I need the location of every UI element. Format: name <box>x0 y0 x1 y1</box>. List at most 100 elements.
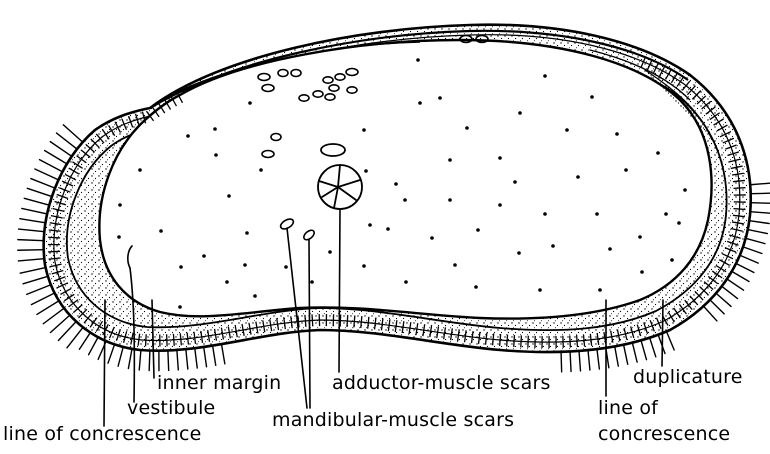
pore-dot <box>214 153 218 157</box>
label-mandibular-muscle-scars: mandibular-muscle scars <box>272 409 514 431</box>
pore-canal-tick <box>340 315 341 327</box>
seta <box>45 150 67 163</box>
pore-dot <box>465 126 469 130</box>
pore-dot <box>565 128 569 132</box>
seta <box>641 340 646 359</box>
pore-canal-tick <box>577 335 578 347</box>
seta <box>186 349 188 369</box>
label-duplicature: duplicature <box>633 366 743 388</box>
seta <box>632 343 637 362</box>
seta <box>18 250 44 251</box>
seta <box>23 276 48 284</box>
seta <box>50 315 69 332</box>
seta <box>39 160 62 172</box>
seta <box>27 285 51 295</box>
seta <box>128 349 132 369</box>
pore-dot <box>364 169 368 173</box>
pore-dot <box>448 198 452 202</box>
pore-canal-tick <box>146 334 147 346</box>
seta <box>727 279 744 290</box>
seta <box>722 286 738 298</box>
seta <box>732 271 749 281</box>
pore-dot <box>394 182 398 186</box>
pore-dot <box>474 285 478 289</box>
seta <box>67 327 83 347</box>
pore-dot <box>418 101 422 105</box>
seta <box>22 208 47 214</box>
pore-dot <box>656 151 660 155</box>
pore-dot <box>403 198 407 202</box>
seta <box>751 193 770 194</box>
label-adductor-muscle-scars: adductor-muscle scars <box>332 372 551 394</box>
pore-dot <box>245 231 249 235</box>
seta <box>743 247 762 254</box>
pore-canal-tick <box>514 335 515 347</box>
seta <box>570 352 571 372</box>
pore-dot <box>498 156 502 160</box>
pore-dot <box>615 132 619 136</box>
seta <box>650 338 656 357</box>
pore-dot <box>178 305 182 309</box>
seta <box>139 350 141 370</box>
pore-canal-tick <box>312 314 313 326</box>
pore-dot <box>453 263 457 267</box>
pore-dot <box>404 280 408 284</box>
pore-dot <box>243 263 247 267</box>
seta <box>89 337 99 355</box>
pore-dot <box>543 74 547 78</box>
pore-dot <box>368 223 372 227</box>
pore-dot <box>518 111 522 115</box>
pore-dot <box>118 203 122 207</box>
seta <box>31 179 55 189</box>
pore-canal-tick <box>734 188 746 189</box>
label-vestibule: vestibule <box>127 397 215 419</box>
pore-dot <box>598 288 602 292</box>
pore-dot <box>513 180 517 184</box>
seta <box>20 268 45 274</box>
pore-dot <box>253 294 257 298</box>
seta <box>20 219 46 223</box>
pore-canal-tick <box>733 209 745 210</box>
pore-canal-tick <box>173 334 174 346</box>
pore-dot <box>284 265 288 269</box>
pore-dot <box>538 288 542 292</box>
seta <box>79 333 90 350</box>
pore-dot <box>259 168 263 172</box>
seta <box>204 347 207 367</box>
pore-dot <box>328 250 332 254</box>
pore-dot <box>213 127 217 131</box>
seta <box>579 351 580 371</box>
seta <box>736 263 754 272</box>
label-line-of-concrescence-left: line of concrescence <box>3 423 202 445</box>
pore-dot <box>476 228 480 232</box>
seta <box>750 183 770 185</box>
pore-dot <box>624 168 628 172</box>
pore-dot <box>576 175 580 179</box>
pore-dot <box>677 221 681 225</box>
seta <box>57 133 77 149</box>
pore-dot <box>640 270 644 274</box>
pore-dot <box>227 194 231 198</box>
pore-dot <box>543 212 547 216</box>
seta <box>108 344 115 363</box>
seta <box>750 212 770 214</box>
pore-dot <box>438 96 442 100</box>
seta <box>18 259 44 261</box>
pore-dot <box>186 134 190 138</box>
pore-dot <box>608 247 612 251</box>
pore-dot <box>590 95 594 99</box>
pore-canal-tick <box>347 315 348 327</box>
seta <box>746 238 765 243</box>
seta <box>27 188 52 196</box>
seta <box>716 293 731 306</box>
pore-dot <box>362 128 366 132</box>
pore-dot <box>225 280 229 284</box>
seta <box>213 346 216 366</box>
seta <box>703 306 716 321</box>
pore-dot <box>683 188 687 192</box>
seta <box>118 347 123 366</box>
label-line-of-concrescence-right-line1: line of <box>598 397 659 419</box>
seta <box>597 349 599 369</box>
pore-dot <box>517 251 521 255</box>
